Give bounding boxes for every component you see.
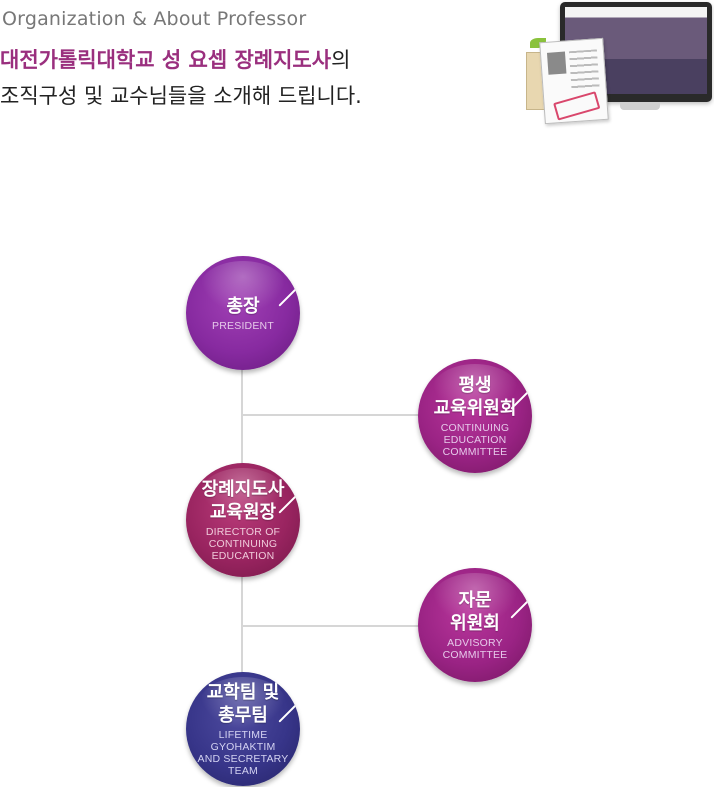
page-subtitle: Organization & About Professor [2,8,307,30]
leaf-icon [530,38,546,48]
node-label-kr: 총장 [226,295,260,317]
org-chart: 총장 PRESIDENT 평생 교육위원회 CONTINUING EDUCATI… [0,160,714,787]
document-icon [539,37,609,125]
page-title-line-1: 대전가톨릭대학교 성 요셉 장례지도사의 [0,44,350,74]
monitor-stand [620,102,660,110]
node-label-en: ADVISORY COMMITTEE [442,637,508,661]
monitor-document-illustration-icon [512,0,714,150]
node-label-en: PRESIDENT [212,319,274,332]
page-title-line-2: 조직구성 및 교수님들을 소개해 드립니다. [0,84,362,108]
node-president: 총장 PRESIDENT [186,256,300,370]
document-lines [568,49,600,92]
node-director: 장례지도사 교육원장 DIRECTOR OF CONTINUING EDUCAT… [186,463,300,577]
node-label-en: DIRECTOR OF CONTINUING EDUCATION [205,526,281,562]
connector-advisory [243,625,433,627]
node-label-kr: 장례지도사 교육원장 [201,479,285,523]
slash-mark-icon [278,701,300,723]
node-label-en: CONTINUING EDUCATION COMMITTEE [440,422,510,458]
node-label-kr: 평생 교육위원회 [433,375,517,419]
title-accent: 대전가톨릭대학교 성 요셉 장례지도사 [0,48,332,72]
node-continuing-education-committee: 평생 교육위원회 CONTINUING EDUCATION COMMITTEE [418,359,532,473]
slash-mark-icon [510,597,532,619]
connector-continuing [243,414,433,416]
document-photo [546,51,567,75]
node-advisory-committee: 자문 위원회 ADVISORY COMMITTEE [418,568,532,682]
node-label-kr: 자문 위원회 [450,590,500,634]
title-rest: 의 [331,48,351,72]
slash-mark-icon [278,285,300,307]
node-team: 교학팀 및 총무팀 LIFETIME GYOHAKTIM AND SECRETA… [186,672,300,786]
stamp-icon [553,91,601,121]
node-label-kr: 교학팀 및 총무팀 [206,682,280,726]
page-header: Organization & About Professor 대전가톨릭대학교 … [0,0,714,160]
node-label-en: LIFETIME GYOHAKTIM AND SECRETARY TEAM [197,729,289,777]
